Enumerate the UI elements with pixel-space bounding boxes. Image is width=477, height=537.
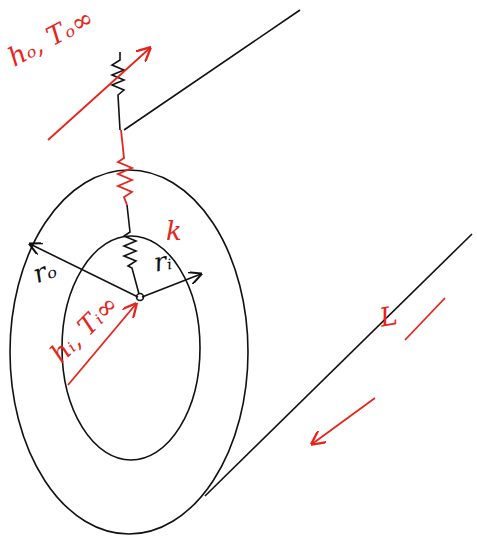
radius-arrow	[30, 244, 138, 297]
length-arrow	[312, 398, 375, 444]
cylinder-edge	[205, 234, 472, 496]
flow-arrow	[48, 48, 150, 140]
radius-label: rₒ	[30, 255, 60, 287]
radius-arrow	[142, 274, 201, 297]
flow-label: hᵢ, Tᵢ∞	[46, 290, 123, 367]
material-label: k	[166, 218, 182, 244]
radius-label: rᵢ	[152, 247, 174, 276]
resistor-symbol	[118, 130, 132, 205]
resistor-symbol	[112, 52, 124, 130]
length-mark	[405, 298, 445, 340]
outer-circle	[10, 170, 248, 534]
length-label: L	[378, 302, 400, 331]
center-dot	[137, 294, 144, 301]
resistor-symbol	[124, 205, 139, 294]
cylinder-edge	[124, 10, 300, 130]
flow-label: hₒ, Tₒ∞	[4, 4, 98, 70]
